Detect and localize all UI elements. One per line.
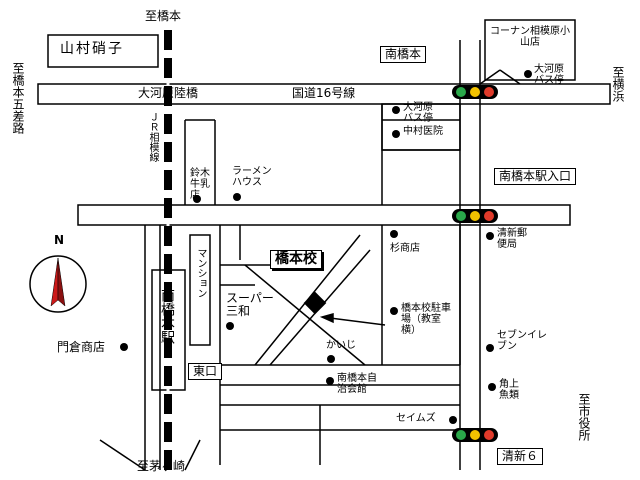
yamamura-glass: 山村硝子 — [60, 41, 124, 57]
super-sanwa-dot — [226, 322, 234, 330]
compass — [29, 255, 87, 313]
east-exit-label: 東口 — [188, 363, 223, 381]
suzuki-milk-dot — [193, 195, 201, 203]
school-parking: 橋本校駐車場（教室横） — [401, 303, 451, 336]
seims-dot — [449, 416, 457, 424]
label-jr-sagami: ＪＲ相模線 — [147, 112, 158, 162]
east-direction: 至横浜 — [611, 66, 625, 102]
intersection-station-entrance: 南橋本駅入口 — [494, 168, 577, 186]
seims-label: セイムズ — [396, 413, 436, 424]
kadogami-dot — [488, 383, 496, 391]
ramen-dot — [233, 193, 241, 201]
label-okawara-bridge: 大河原陸橋 — [138, 86, 199, 100]
jichikai-dot — [326, 377, 334, 385]
label-route16: 国道16号線 — [292, 86, 356, 100]
school-label: 橋本校 — [270, 250, 322, 270]
mansion-building — [189, 234, 211, 346]
seven-eleven: セブンイレブン — [497, 330, 547, 352]
south-direction: 至茅ヶ崎 — [137, 459, 186, 473]
compass-north-label: N — [54, 233, 65, 247]
okawara-bus-stop-right: 大河原バス停 — [534, 64, 564, 86]
okawara-bus-stop-left-dot — [392, 106, 400, 114]
traffic-signal-middle — [452, 209, 498, 223]
nakamura-clinic: 中村医院 — [403, 126, 443, 137]
west-direction: 至橋本五差路 — [11, 62, 25, 134]
traffic-signal-top — [452, 85, 498, 99]
seven-eleven-dot — [486, 344, 494, 352]
north-direction: 至橋本 — [145, 9, 182, 23]
sugi-shop-dot — [390, 230, 398, 238]
sugi-shop: 杉商店 — [390, 243, 420, 254]
suzuki-milk-shop: 鈴木牛乳店 — [190, 168, 210, 201]
station-label: 南橋本駅 — [159, 288, 175, 344]
middle-road — [77, 204, 571, 226]
nakamura-clinic-dot — [392, 130, 400, 138]
traffic-signal-bottom — [452, 428, 498, 442]
parking-dot — [390, 307, 398, 315]
okawara-bus-stop-left: 大河原バス停 — [403, 102, 433, 124]
super-sanwa: スーパー三和 — [226, 291, 274, 319]
monkura-dot — [120, 343, 128, 351]
konan-store: コーナン相模原小山店 — [490, 26, 570, 48]
west-road — [144, 225, 161, 470]
yamamura-box — [47, 34, 159, 68]
mansion-label: マンション — [195, 248, 206, 298]
kaiji-dot — [327, 355, 335, 363]
intersection-minamihashimoto: 南橋本 — [380, 46, 427, 64]
southeast-direction: 至市役所 — [577, 393, 591, 441]
kaiji-label: かいじ — [326, 340, 356, 351]
ramen-house: ラーメンハウス — [232, 166, 272, 188]
intersection-seishin6: 清新６ — [497, 448, 544, 466]
seishin-post-office: 清新郵便局 — [497, 228, 527, 250]
konan-bus-stop-dot — [524, 70, 532, 78]
monkura-shop: 門倉商店 — [57, 340, 106, 354]
school-marker — [303, 291, 327, 315]
route16-road — [37, 83, 611, 105]
kadogami-fish: 角上魚類 — [499, 379, 519, 401]
parking-arrow — [329, 317, 386, 326]
konan-box — [484, 19, 576, 81]
jichikai-hall: 南橋本自治会館 — [337, 373, 377, 395]
post-office-dot — [486, 232, 494, 240]
